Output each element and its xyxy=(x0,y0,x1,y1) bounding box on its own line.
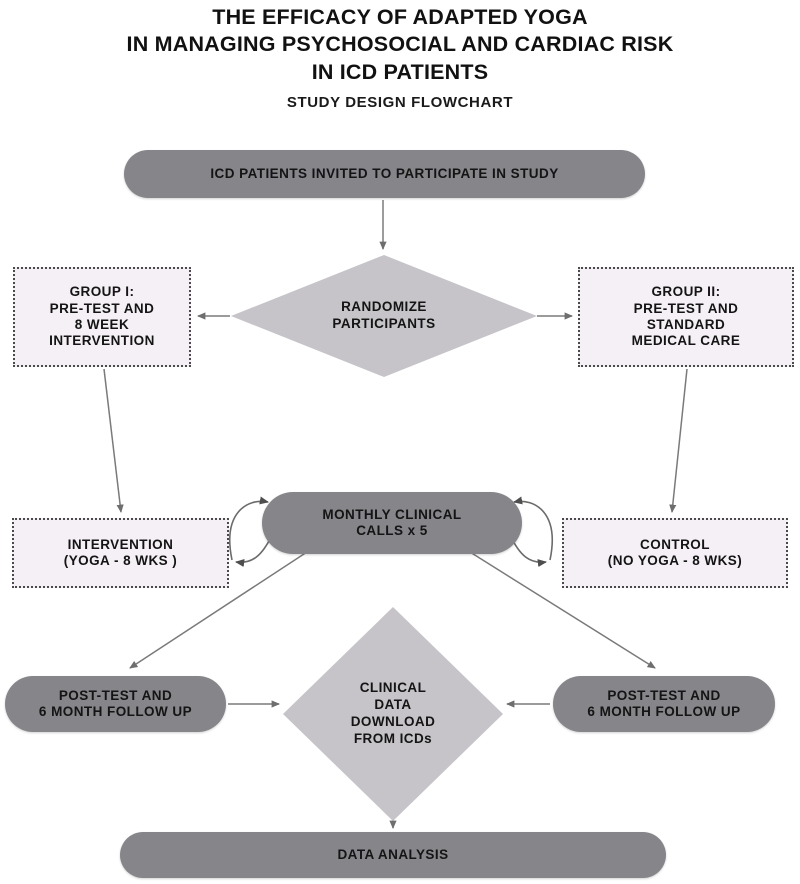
title-line-2: IN MANAGING PSYCHOSOCIAL AND CARDIAC RIS… xyxy=(126,32,674,57)
node-data-analysis[interactable]: DATA ANALYSIS xyxy=(120,832,666,878)
subtitle: STUDY DESIGN FLOWCHART xyxy=(286,94,514,111)
node-randomize-label: RANDOMIZE PARTICIPANTS xyxy=(332,299,436,331)
main-title: THE EFFICACY OF ADAPTED YOGA IN MANAGING… xyxy=(0,4,800,86)
title-line-3: IN ICD PATIENTS xyxy=(311,59,489,84)
diamond-shape-randomize xyxy=(231,255,537,377)
edge-group1-intervention xyxy=(103,368,124,513)
node-randomize-participants[interactable]: RANDOMIZE PARTICIPANTS xyxy=(231,255,537,377)
node-post-test-left[interactable]: POST-TEST AND 6 MONTH FOLLOW UP xyxy=(5,676,226,732)
node-monthly-clinical-calls[interactable]: MONTHLY CLINICAL CALLS x 5 xyxy=(262,492,522,554)
node-control[interactable]: CONTROL (NO YOGA - 8 WKS) xyxy=(562,518,788,588)
node-icd-patients-invited[interactable]: ICD PATIENTS INVITED TO PARTICIPATE IN S… xyxy=(124,150,645,198)
node-download-label: CLINICAL DATA DOWNLOAD FROM ICDs xyxy=(350,680,436,746)
node-intervention[interactable]: INTERVENTION (YOGA - 8 WKS ) xyxy=(12,518,229,588)
node-group-1[interactable]: GROUP I: PRE-TEST AND 8 WEEK INTERVENTIO… xyxy=(13,267,191,367)
title-line-1: THE EFFICACY OF ADAPTED YOGA xyxy=(212,5,588,29)
node-group-2[interactable]: GROUP II: PRE-TEST AND STANDARD MEDICAL … xyxy=(578,267,794,367)
node-clinical-data-download[interactable]: CLINICAL DATA DOWNLOAD FROM ICDs xyxy=(283,607,503,821)
page-title: THE EFFICACY OF ADAPTED YOGA IN MANAGING… xyxy=(0,4,800,86)
edge-group2-control xyxy=(669,368,688,513)
node-post-test-right[interactable]: POST-TEST AND 6 MONTH FOLLOW UP xyxy=(553,676,775,732)
diamond-shape-download xyxy=(283,607,503,821)
